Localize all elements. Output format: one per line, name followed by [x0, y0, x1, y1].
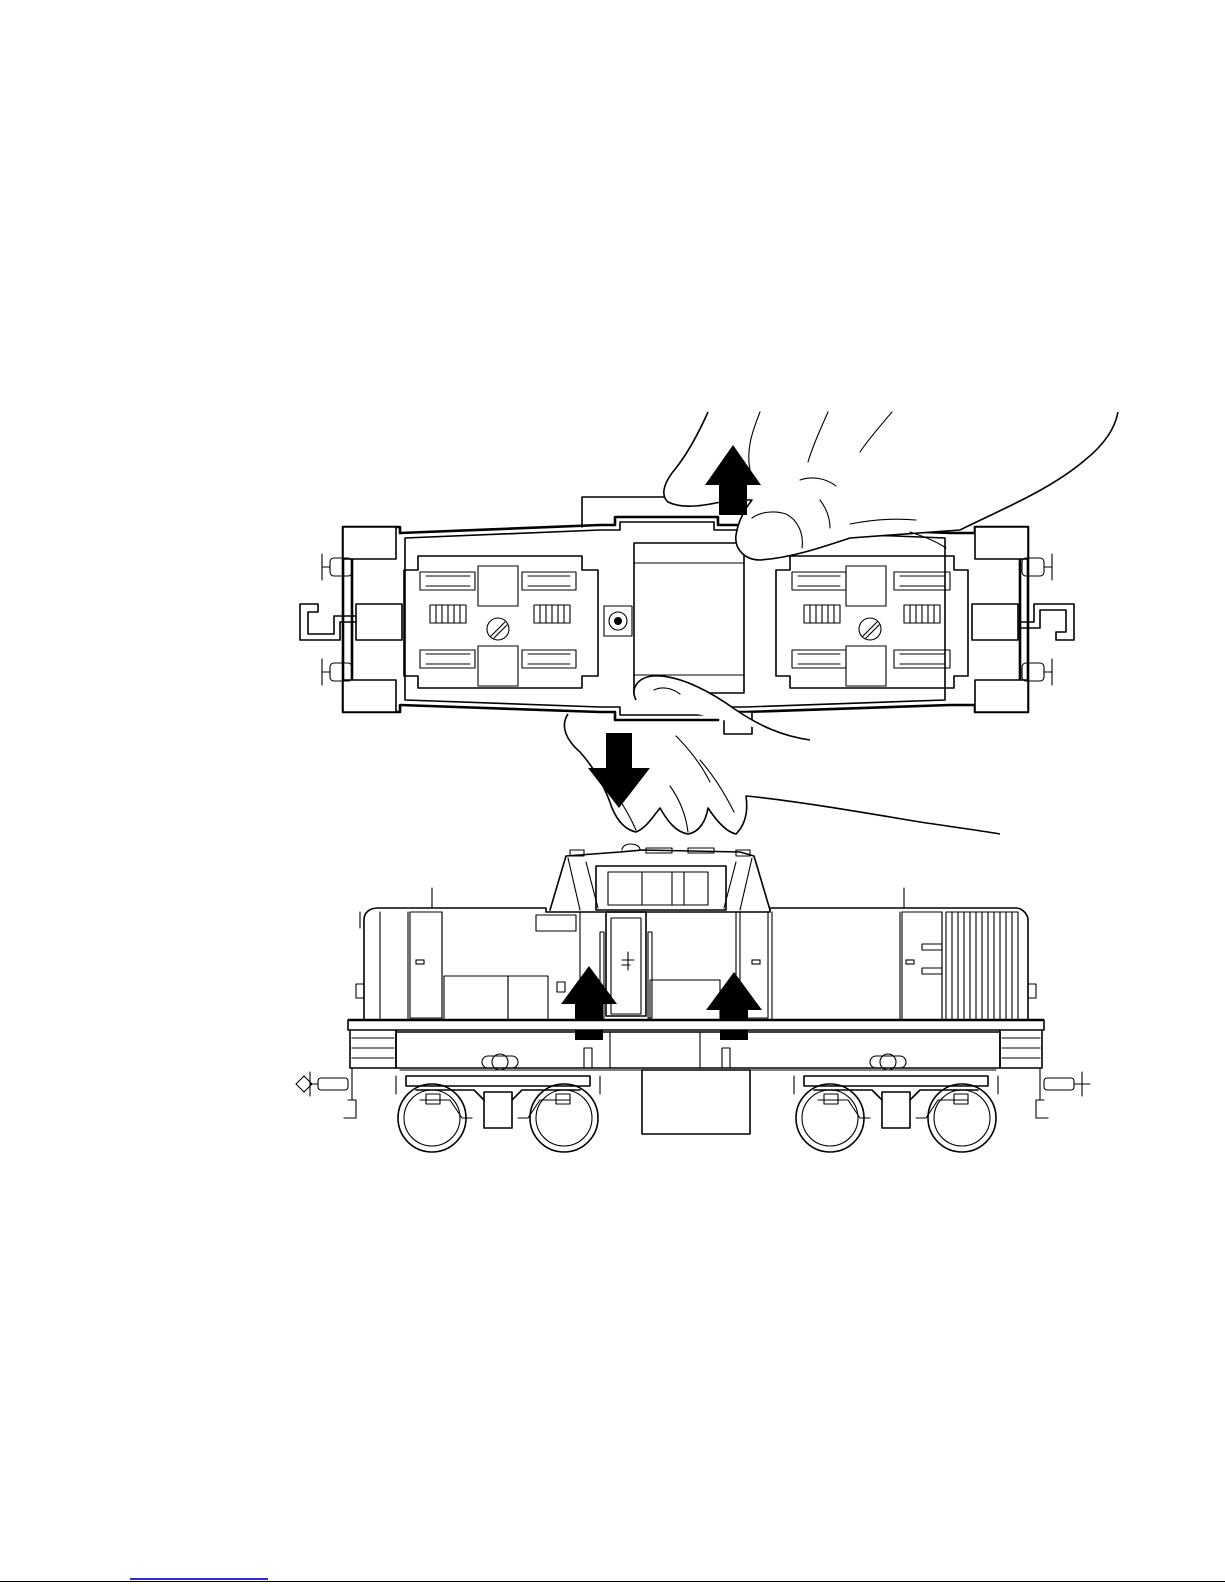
- motor-housing: [634, 543, 744, 693]
- locomotive-icon: [296, 844, 1090, 1152]
- right-bogie: [776, 556, 968, 688]
- center-socket: [604, 606, 632, 636]
- locomotive-left-bogie: [396, 1076, 600, 1152]
- locomotive-right-bogie: [794, 1076, 998, 1152]
- left-bogie: [404, 556, 598, 688]
- footer-rule: [0, 1581, 1225, 1582]
- footer-link-underline[interactable]: [130, 1578, 268, 1580]
